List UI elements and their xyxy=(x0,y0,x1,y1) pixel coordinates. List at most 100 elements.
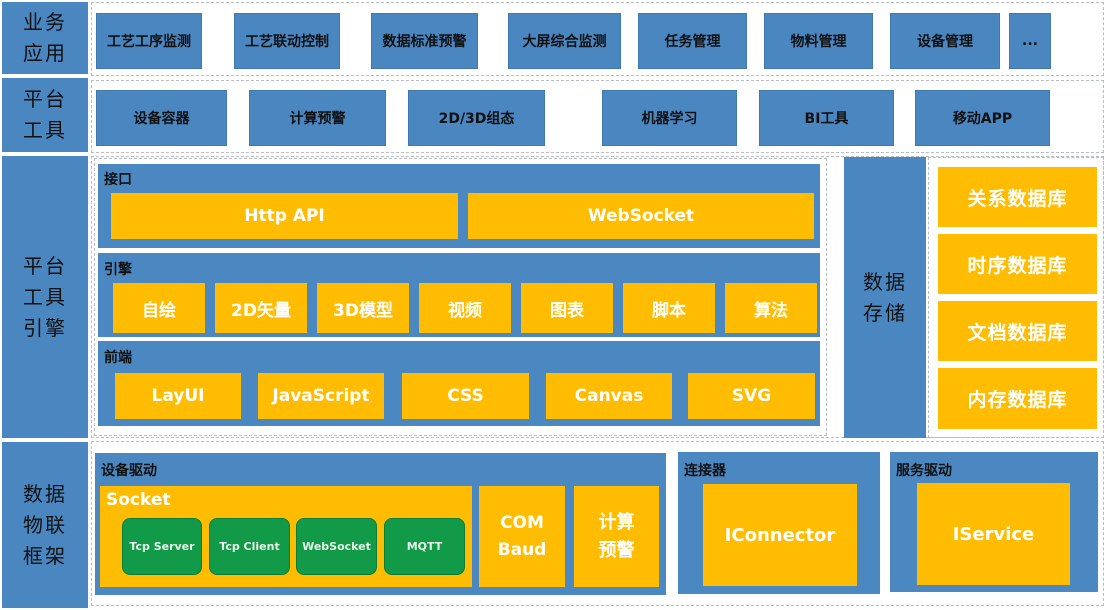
engine-core-frame xyxy=(94,158,827,436)
engine-item-label: 3D模型 xyxy=(333,300,393,321)
frontend-item[interactable]: SVG xyxy=(688,373,815,419)
frontend-item-label: Canvas xyxy=(574,386,644,406)
engine-item-label: 视频 xyxy=(448,300,482,321)
engine-item[interactable]: 3D模型 xyxy=(317,283,409,333)
business-app[interactable]: 大屏综合监测 xyxy=(508,13,621,69)
platform-tool-label: 设备容器 xyxy=(133,111,190,127)
frontend-title: 前端 xyxy=(104,350,132,366)
engine-item[interactable]: 脚本 xyxy=(623,283,715,333)
business-app-label: 数据标准预警 xyxy=(382,34,467,50)
frontend-item[interactable]: Canvas xyxy=(546,373,672,419)
socket-item-label: WebSocket xyxy=(302,540,371,553)
interface-item-http-api[interactable]: Http API xyxy=(111,193,458,239)
frontend-item[interactable]: JavaScript xyxy=(258,373,384,419)
business-app-label: 设备管理 xyxy=(917,34,973,50)
more-ellipsis-icon: ... xyxy=(1022,33,1038,49)
frontend-item-label: SVG xyxy=(731,386,772,406)
com-baud-box[interactable]: COM Baud xyxy=(479,486,565,587)
socket-item-mqtt[interactable]: MQTT xyxy=(384,518,465,575)
storage-item-label: 时序数据库 xyxy=(967,254,1068,277)
frontend-item-label: JavaScript xyxy=(272,386,370,406)
business-app[interactable]: 数据标准预警 xyxy=(371,13,478,69)
engine-item-label: 2D矢量 xyxy=(231,300,291,321)
business-app-label: 任务管理 xyxy=(664,34,721,50)
socket-item-tcp-server[interactable]: Tcp Server xyxy=(122,518,202,575)
platform-tool-label: 机器学习 xyxy=(641,111,698,127)
socket-item-tcp-client[interactable]: Tcp Client xyxy=(209,518,290,575)
engine-item[interactable]: 视频 xyxy=(419,283,511,333)
platform-tool[interactable]: 设备容器 xyxy=(96,90,227,146)
business-app-more[interactable]: ... xyxy=(1009,13,1051,69)
interface-title: 接口 xyxy=(104,172,132,188)
business-app-label: 工艺工序监测 xyxy=(107,34,191,50)
storage-frame xyxy=(928,157,1104,438)
data-storage-label: 数据 存储 xyxy=(844,157,926,438)
socket-item-label: Tcp Server xyxy=(129,540,195,553)
platform-tool-label: BI工具 xyxy=(804,111,849,127)
layer-label-engine: 平台 工具 引擎 xyxy=(2,156,88,438)
iconnector-box[interactable]: IConnector xyxy=(703,484,857,586)
business-app-label: 工艺联动控制 xyxy=(245,34,329,50)
platform-tool[interactable]: 机器学习 xyxy=(602,90,737,146)
storage-item-label: 关系数据库 xyxy=(967,187,1068,210)
business-app[interactable]: 工艺工序监测 xyxy=(96,13,202,69)
layer-label-text: 平台 工具 xyxy=(23,87,67,142)
platform-tool-label: 计算预警 xyxy=(289,111,346,127)
iconnector-label: IConnector xyxy=(724,524,836,546)
platform-tool[interactable]: 移动APP xyxy=(915,90,1050,146)
business-app[interactable]: 设备管理 xyxy=(890,13,1000,69)
platform-tools-frame xyxy=(91,80,1104,153)
device-driver-title: 设备驱动 xyxy=(101,463,157,479)
layer-label-platform-tools: 平台 工具 xyxy=(2,78,88,152)
socket-title: Socket xyxy=(106,490,171,510)
business-app[interactable]: 工艺联动控制 xyxy=(234,13,340,69)
engine-item[interactable]: 自绘 xyxy=(113,283,205,333)
business-app[interactable]: 物料管理 xyxy=(764,13,873,69)
business-app-label: 物料管理 xyxy=(790,34,847,50)
engine-title: 引擎 xyxy=(104,262,132,278)
frontend-item-label: LayUI xyxy=(151,386,205,406)
engine-item-label: 自绘 xyxy=(142,300,176,321)
service-driver-title: 服务驱动 xyxy=(896,463,952,479)
storage-item[interactable]: 内存数据库 xyxy=(938,368,1097,429)
storage-item-label: 文档数据库 xyxy=(967,321,1068,344)
socket-item-label: MQTT xyxy=(406,540,443,553)
frontend-item[interactable]: CSS xyxy=(402,373,529,419)
platform-tool[interactable]: 计算预警 xyxy=(249,90,386,146)
data-storage-label-text: 数据 存储 xyxy=(863,269,907,325)
layer-label-iot: 数据 物联 框架 xyxy=(2,442,88,608)
storage-item-label: 内存数据库 xyxy=(967,389,1068,411)
socket-item-label: Tcp Client xyxy=(219,540,280,553)
frontend-item-label: CSS xyxy=(447,386,484,406)
platform-tool-label: 2D/3D组态 xyxy=(438,111,515,127)
business-app[interactable]: 任务管理 xyxy=(638,13,747,69)
storage-item[interactable]: 时序数据库 xyxy=(938,234,1097,294)
layer-label-business: 业务 应用 xyxy=(2,2,88,74)
interface-item-label: Http API xyxy=(244,206,325,226)
frontend-item[interactable]: LayUI xyxy=(115,373,241,419)
engine-item[interactable]: 2D矢量 xyxy=(215,283,307,333)
engine-item[interactable]: 图表 xyxy=(521,283,613,333)
iservice-box[interactable]: IService xyxy=(917,483,1070,585)
business-app-label: 大屏综合监测 xyxy=(522,34,607,50)
platform-tool[interactable]: BI工具 xyxy=(759,90,894,146)
interface-item-websocket[interactable]: WebSocket xyxy=(468,193,814,239)
connector-title: 连接器 xyxy=(684,463,726,479)
layer-label-text: 数据 物联 框架 xyxy=(23,481,67,568)
engine-item-label: 脚本 xyxy=(652,300,686,321)
business-layer-frame xyxy=(91,2,1104,76)
com-baud-label: COM Baud xyxy=(497,512,547,560)
calc-alert-label: 计算 预警 xyxy=(598,511,635,561)
layer-label-text: 平台 工具 引擎 xyxy=(23,253,67,340)
interface-item-label: WebSocket xyxy=(587,206,695,226)
socket-item-websocket[interactable]: WebSocket xyxy=(296,518,377,575)
iot-layer-frame xyxy=(91,441,1104,606)
engine-item-label: 图表 xyxy=(550,300,584,321)
engine-item-label: 算法 xyxy=(754,300,788,321)
engine-item[interactable]: 算法 xyxy=(725,283,817,333)
platform-tool[interactable]: 2D/3D组态 xyxy=(408,90,545,146)
storage-item[interactable]: 文档数据库 xyxy=(938,301,1097,361)
iservice-label: IService xyxy=(952,523,1035,545)
storage-item[interactable]: 关系数据库 xyxy=(938,167,1097,227)
calc-alert-box[interactable]: 计算 预警 xyxy=(574,486,659,587)
